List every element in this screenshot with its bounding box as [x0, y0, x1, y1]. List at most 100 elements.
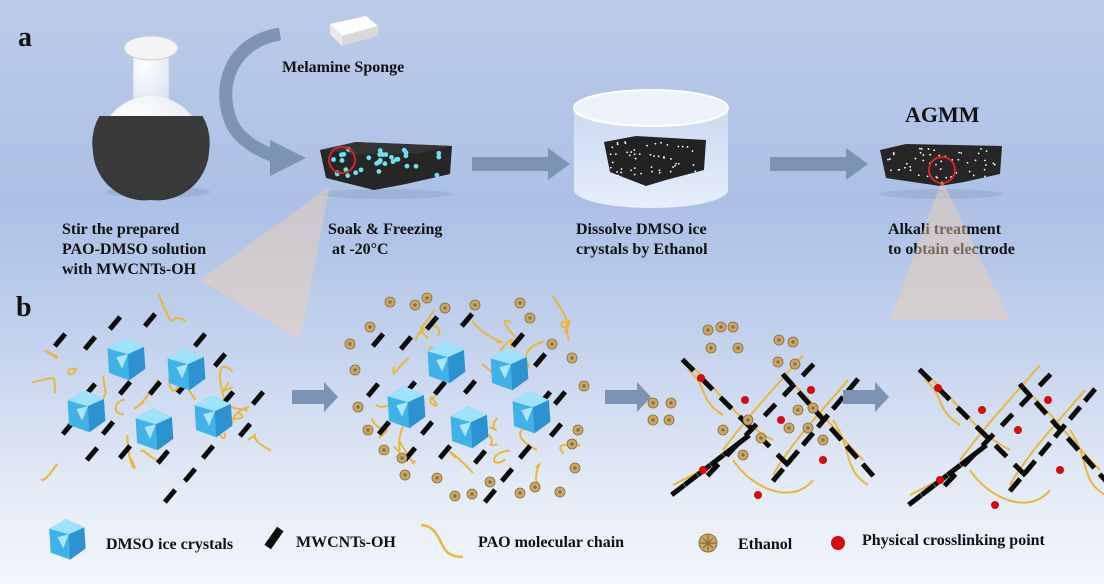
polymer-chain [429, 395, 438, 407]
polymer-chain [1009, 389, 1086, 486]
carbon-nanotube-icon [264, 526, 284, 550]
carbon-nanotube [762, 402, 778, 418]
polymer-chain [924, 379, 961, 426]
crosslink-point [807, 386, 815, 394]
ethanol-molecule [663, 414, 675, 426]
polymer-chain [959, 364, 1041, 461]
ice-crystal [512, 391, 551, 434]
carbon-nanotube [1052, 423, 1068, 439]
ethanol-molecule [717, 424, 729, 436]
arrow-right-icon [292, 382, 338, 412]
ethanol-molecule [514, 487, 526, 499]
stage-4-crosslinked-final [907, 364, 1104, 509]
ice-crystal [194, 395, 233, 438]
ice-crystal [107, 338, 146, 381]
ethanol-molecule [742, 414, 754, 426]
ethanol-molecule [647, 397, 659, 409]
crosslink-point [978, 406, 986, 414]
carbon-nanotube [548, 422, 564, 438]
ethanol-molecule [421, 292, 433, 304]
carbon-nanotube [117, 380, 133, 396]
ice-crystal [67, 390, 106, 433]
carbon-nanotube [52, 332, 68, 348]
ethanol-molecule [792, 404, 804, 416]
ice-crystal [135, 408, 174, 451]
polymer-chain [44, 349, 59, 360]
carbon-nanotube [162, 488, 178, 504]
carbon-nanotube [1081, 454, 1097, 470]
stage-3-crosslinked-with-ethanol [647, 321, 876, 499]
ethanol-molecule [755, 432, 767, 444]
polymer-chain [221, 381, 233, 393]
polymer-chain [114, 398, 126, 416]
carbon-nanotube [844, 444, 860, 460]
carbon-nanotube [370, 332, 386, 348]
step-2-caption: Soak & Freezing at -20°C [328, 221, 443, 258]
panel-b-label: b [16, 292, 32, 323]
ethanol-molecule [469, 299, 481, 311]
carbon-nanotube [499, 467, 515, 483]
crosslink-point [777, 416, 785, 424]
ethanol-molecule [364, 321, 376, 333]
carbon-nanotube [1012, 462, 1028, 478]
carbon-nanotube [142, 312, 158, 328]
ethanol-bath-icon [573, 89, 729, 208]
carbon-nanotube [552, 390, 568, 406]
crosslink-point [1044, 396, 1052, 404]
carbon-nanotube [200, 444, 216, 460]
carbon-nanotube [974, 424, 990, 440]
carbon-nanotube [147, 380, 163, 396]
polymer-chain [420, 310, 435, 340]
crosslink-point [699, 466, 707, 474]
legend-label-cnt: MWCNTs-OH [296, 534, 396, 551]
arrow-right-icon [843, 382, 889, 412]
crosslink-point-icon [831, 536, 845, 550]
carbon-nanotube [237, 422, 253, 438]
ethanol-molecule [466, 488, 478, 500]
agmm-title: AGMM [905, 102, 980, 127]
carbon-nanotube [683, 473, 699, 487]
ice-crystal [167, 348, 206, 391]
melamine-sponge-label: Melamine Sponge [282, 59, 405, 76]
carbon-nanotube [517, 444, 533, 460]
carbon-nanotube [999, 412, 1015, 428]
ethanol-molecule [344, 338, 356, 350]
carbon-nanotube [775, 452, 791, 468]
polymer-chain [133, 378, 160, 410]
carbon-nanotube [1007, 477, 1023, 493]
polymer-chain [559, 443, 581, 455]
agmm-electrode-icon [879, 144, 1003, 199]
ice-crystal-icon [49, 519, 86, 560]
ethanol-molecule [399, 469, 411, 481]
carbon-nanotube [993, 443, 1009, 459]
carbon-nanotube [107, 315, 123, 331]
ethanol-molecule [449, 490, 461, 502]
polymer-chain [31, 377, 57, 394]
carbon-nanotube [828, 426, 844, 442]
carbon-nanotube [917, 367, 933, 383]
legend-label-ethanol: Ethanol [738, 536, 793, 553]
panel-a-label: a [18, 22, 32, 53]
ethanol-molecule [524, 312, 536, 324]
polymer-chain [398, 441, 417, 465]
ice-crystal [427, 341, 466, 384]
ethanol-molecule [514, 297, 526, 309]
carbon-nanotube [955, 405, 971, 421]
carbon-nanotube [432, 380, 448, 396]
ethanol-molecule [705, 342, 717, 354]
carbon-nanotube [376, 420, 392, 436]
ethanol-molecule [772, 356, 784, 368]
ethanol-molecule [783, 422, 795, 434]
ethanol-molecule [378, 444, 390, 456]
round-bottom-flask-icon [92, 35, 210, 201]
carbon-nanotube [709, 453, 725, 467]
carbon-nanotube [1037, 441, 1053, 457]
carbon-nanotube [1037, 372, 1053, 388]
ethanol-molecule [566, 352, 578, 364]
carbon-nanotube [1033, 400, 1049, 416]
carbon-nanotube [1017, 382, 1033, 398]
carbon-nanotube [117, 444, 133, 460]
carbon-nanotube [532, 352, 548, 368]
ethanol-molecule [665, 397, 677, 409]
crosslink-point [1056, 466, 1064, 474]
